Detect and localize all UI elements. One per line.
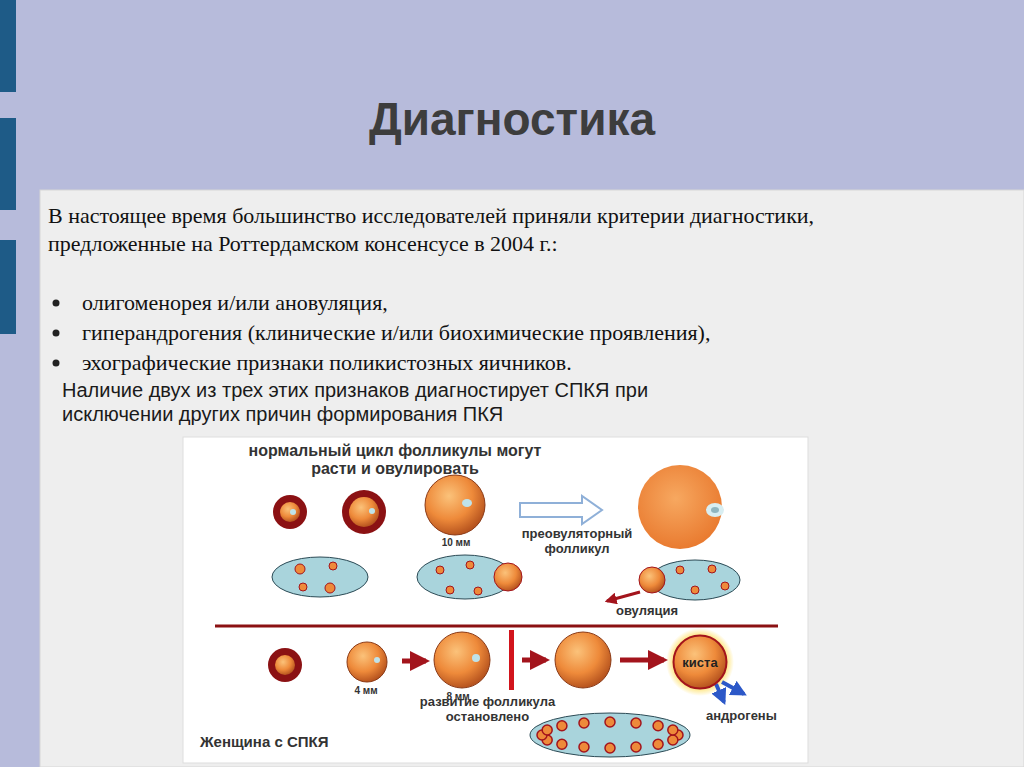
follicle-dot	[542, 725, 552, 735]
cyst-circle: киста	[672, 634, 728, 690]
follicle-dot	[605, 743, 615, 753]
slide-title: Диагностика	[0, 92, 1024, 146]
androgen-label: андрогены	[706, 708, 777, 724]
follicle-dot	[579, 718, 589, 728]
follicle-dot	[605, 717, 615, 727]
follicle-dot	[631, 718, 641, 728]
follicle-dot	[668, 735, 678, 745]
panel-caption: Женщина с СПКЯ	[200, 733, 328, 751]
follicle-dot	[631, 742, 641, 752]
cyst-label: киста	[682, 655, 717, 670]
follicle-dot	[557, 721, 567, 731]
follicle-dot	[557, 739, 567, 749]
size-label: 10 мм	[436, 537, 476, 549]
intro-paragraph: В настоящее время большинство исследоват…	[48, 202, 838, 257]
bullet-text: гиперандрогения (клинические и/или биохи…	[82, 318, 710, 348]
follicle-dot	[579, 742, 589, 752]
follicle-label: преовуляторный фолликул	[512, 527, 642, 557]
bullet-text: эхографические признаки поликистозных яи…	[82, 348, 572, 378]
ovulation-label: овуляция	[616, 603, 678, 619]
size-label: 4 мм	[348, 685, 384, 697]
follicle-dot	[668, 725, 678, 735]
cyst-shape	[674, 636, 727, 689]
follicle-dot	[653, 721, 663, 731]
follicle-dot	[653, 739, 663, 749]
panel-heading: нормальный цикл фолликулы могут расти и …	[235, 442, 555, 479]
note-text: Наличие двух из трех этих признаков диаг…	[62, 378, 762, 426]
bullet-text: олигоменорея и/или ановуляция,	[82, 288, 388, 318]
arrest-label: развитие фолликула остановлено	[410, 695, 565, 725]
